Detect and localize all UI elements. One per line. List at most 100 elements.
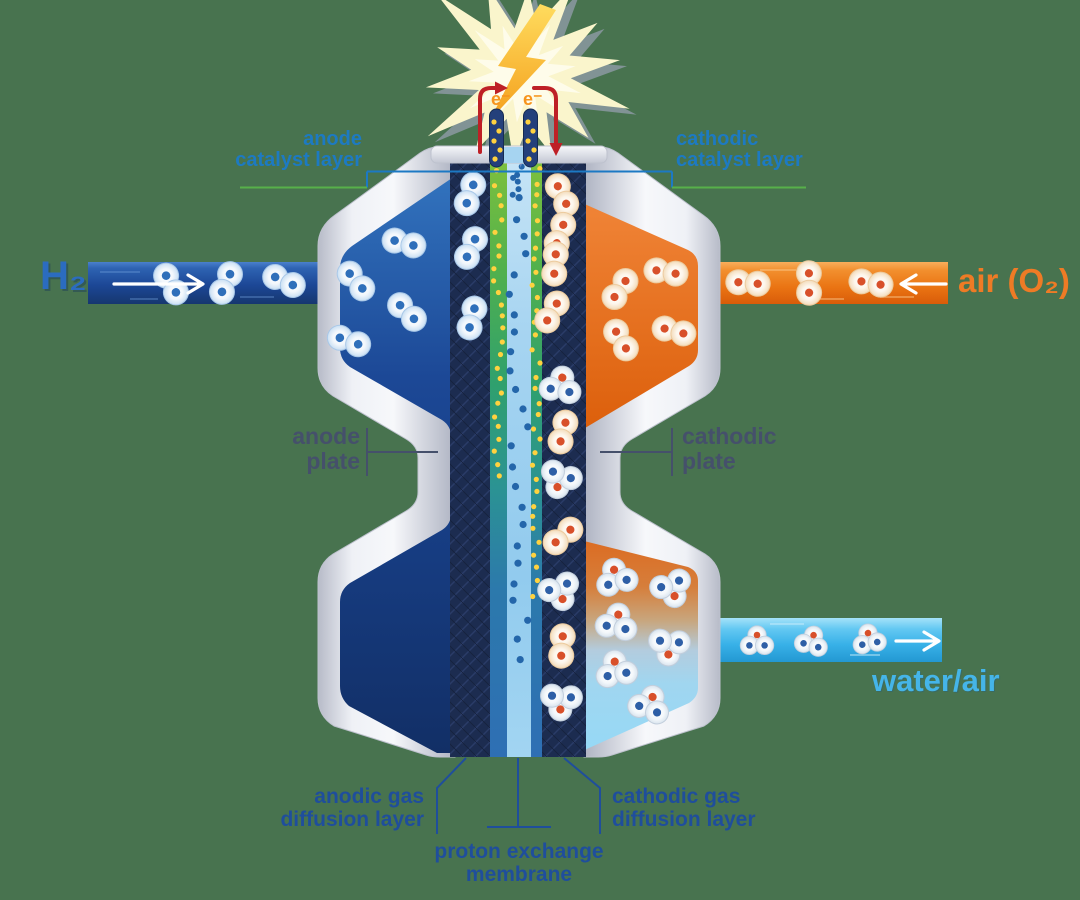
label-line: anode [303, 128, 362, 150]
particle-dot [524, 423, 532, 431]
electron-label-right: e⁻ [523, 89, 543, 109]
particle-dot [513, 542, 521, 550]
particle-dot [497, 192, 503, 198]
particle-dot [533, 564, 540, 570]
electron-arrow-right [532, 86, 563, 156]
flow-arrow-air [899, 273, 948, 295]
particle-dot [529, 282, 535, 288]
water-pipe [712, 618, 942, 662]
particle-dot [508, 463, 517, 471]
particle-dot [513, 216, 521, 224]
particle-dot [510, 271, 518, 279]
particle-dot [524, 616, 532, 624]
particle-dot [497, 351, 504, 358]
particle-dot [492, 229, 498, 235]
particle-dot [513, 635, 521, 643]
particle-dot [506, 367, 514, 375]
label-line: diffusion layer [280, 808, 424, 831]
particle-dot [514, 178, 521, 185]
particle-dot [533, 374, 539, 381]
particle-dot [534, 231, 540, 237]
particle-dot [496, 253, 502, 259]
particle-dot [533, 269, 539, 275]
particle-dot [495, 423, 501, 429]
particle-dot [505, 290, 513, 298]
particle-dot [530, 426, 537, 432]
particle-dot [491, 266, 497, 272]
particle-dot [491, 278, 497, 284]
label-line: cathodic [676, 128, 759, 150]
cathodic-plate-label: cathodic plate [682, 424, 832, 474]
label-line: cathodic gas [612, 785, 741, 808]
particle-dot [494, 365, 500, 371]
particle-dot [534, 294, 541, 301]
particle-dot [499, 339, 505, 345]
particle-dot [492, 414, 498, 420]
particle-dot [533, 476, 539, 482]
particle-dot [532, 385, 538, 391]
membrane-top [503, 147, 524, 163]
hydrogen-pipe [88, 258, 332, 310]
water-output-label: water/air [872, 663, 1000, 698]
particle-dot [511, 482, 520, 491]
particle-dot [534, 218, 541, 224]
label-line: plate [682, 448, 736, 474]
particle-dot [507, 442, 515, 450]
label-line: proton exchange [434, 840, 604, 863]
particle-dot [511, 385, 520, 394]
particle-dot [510, 580, 518, 588]
cathodic-catalyst-layer-label: cathodic catalyst layer [676, 129, 896, 171]
anode-catalyst-layer [490, 158, 507, 757]
particle-dot [531, 504, 537, 510]
particle-dot [532, 450, 538, 456]
particle-dot [510, 174, 517, 181]
particle-dot [496, 473, 502, 479]
particle-dot [520, 232, 528, 240]
particle-dot [519, 520, 527, 529]
cathodic-catalyst-layer [531, 158, 542, 757]
cathode-electrode [523, 108, 538, 168]
particle-dot [491, 448, 497, 454]
cathode-gas-chamber [580, 202, 698, 431]
air-input-label: air (O₂) [958, 262, 1070, 299]
lightning-bolt-icon [490, 4, 556, 120]
catalyst-particles-right [529, 166, 543, 600]
particle-dot [518, 503, 526, 511]
particle-dot [532, 245, 539, 251]
particle-dot [509, 596, 517, 604]
particle-dot [537, 436, 543, 442]
particle-dot [534, 488, 540, 494]
particle-dot [514, 559, 522, 567]
particle-dot [509, 191, 516, 198]
flow-arrow-hydrogen [112, 273, 205, 295]
hydrogen-input-label: H₂ [40, 254, 87, 298]
particle-dot [491, 183, 498, 189]
particle-dot [535, 411, 541, 418]
label-line: membrane [465, 863, 573, 886]
particle-dot [495, 400, 501, 406]
particle-dot [531, 552, 537, 558]
particle-dot [498, 302, 504, 308]
particle-dot [496, 243, 502, 249]
particle-dot [536, 539, 542, 545]
label-line: cathodic [682, 423, 777, 449]
label-line: plate [306, 448, 360, 474]
anode-plate-label: anode plate [228, 424, 360, 474]
particle-dot [532, 203, 538, 209]
particle-dot [529, 462, 536, 468]
particle-dot [534, 192, 540, 198]
anode-catalyst-layer-label: anode catalyst layer [150, 129, 362, 171]
proton-dots [505, 163, 532, 664]
electron-arrow-left [478, 81, 508, 154]
particle-dot [495, 462, 501, 468]
proton-exchange-membrane [507, 158, 531, 757]
particle-dot [498, 203, 504, 209]
particle-dot [534, 577, 541, 584]
particle-dot [536, 401, 542, 407]
particle-dot [534, 181, 540, 187]
label-line: anode [292, 423, 360, 449]
particle-dot [495, 289, 501, 296]
particle-dot [530, 513, 536, 519]
particle-dot [515, 194, 523, 202]
